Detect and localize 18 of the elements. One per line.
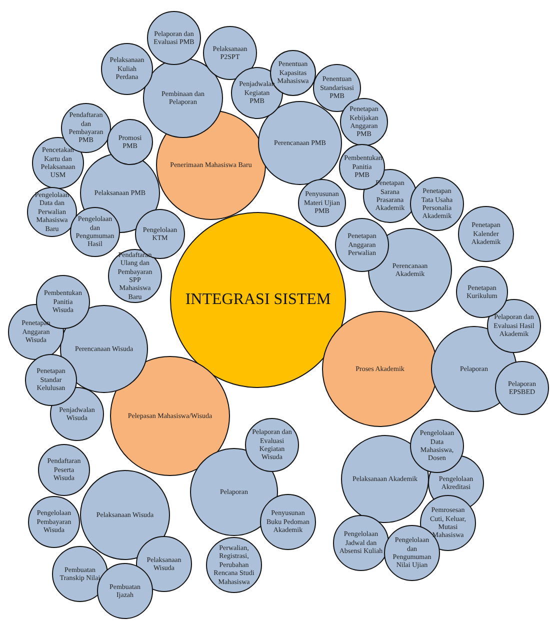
- central-title: INTEGRASI SISTEM: [185, 290, 331, 310]
- subprocess-circle: [495, 361, 549, 415]
- subprocess-circle: [101, 43, 153, 95]
- subprocess-circle: [298, 179, 346, 227]
- subprocess-circle: [245, 418, 299, 472]
- subprocess-circle: [27, 187, 77, 237]
- subprocess-circle: [38, 444, 90, 496]
- subprocess-circle: [147, 11, 201, 65]
- subprocess-circle: [108, 249, 162, 303]
- subprocess-circle: [458, 206, 514, 262]
- subprocess-circle: [410, 419, 464, 473]
- subprocess-circle: [410, 177, 464, 231]
- subprocess-circle: [340, 98, 388, 146]
- subprocess-circle: [70, 207, 120, 257]
- subprocess-circle: [203, 26, 257, 80]
- subprocess-circle: [335, 218, 389, 272]
- subprocess-circle: [107, 119, 153, 165]
- subprocess-circle: [28, 496, 80, 548]
